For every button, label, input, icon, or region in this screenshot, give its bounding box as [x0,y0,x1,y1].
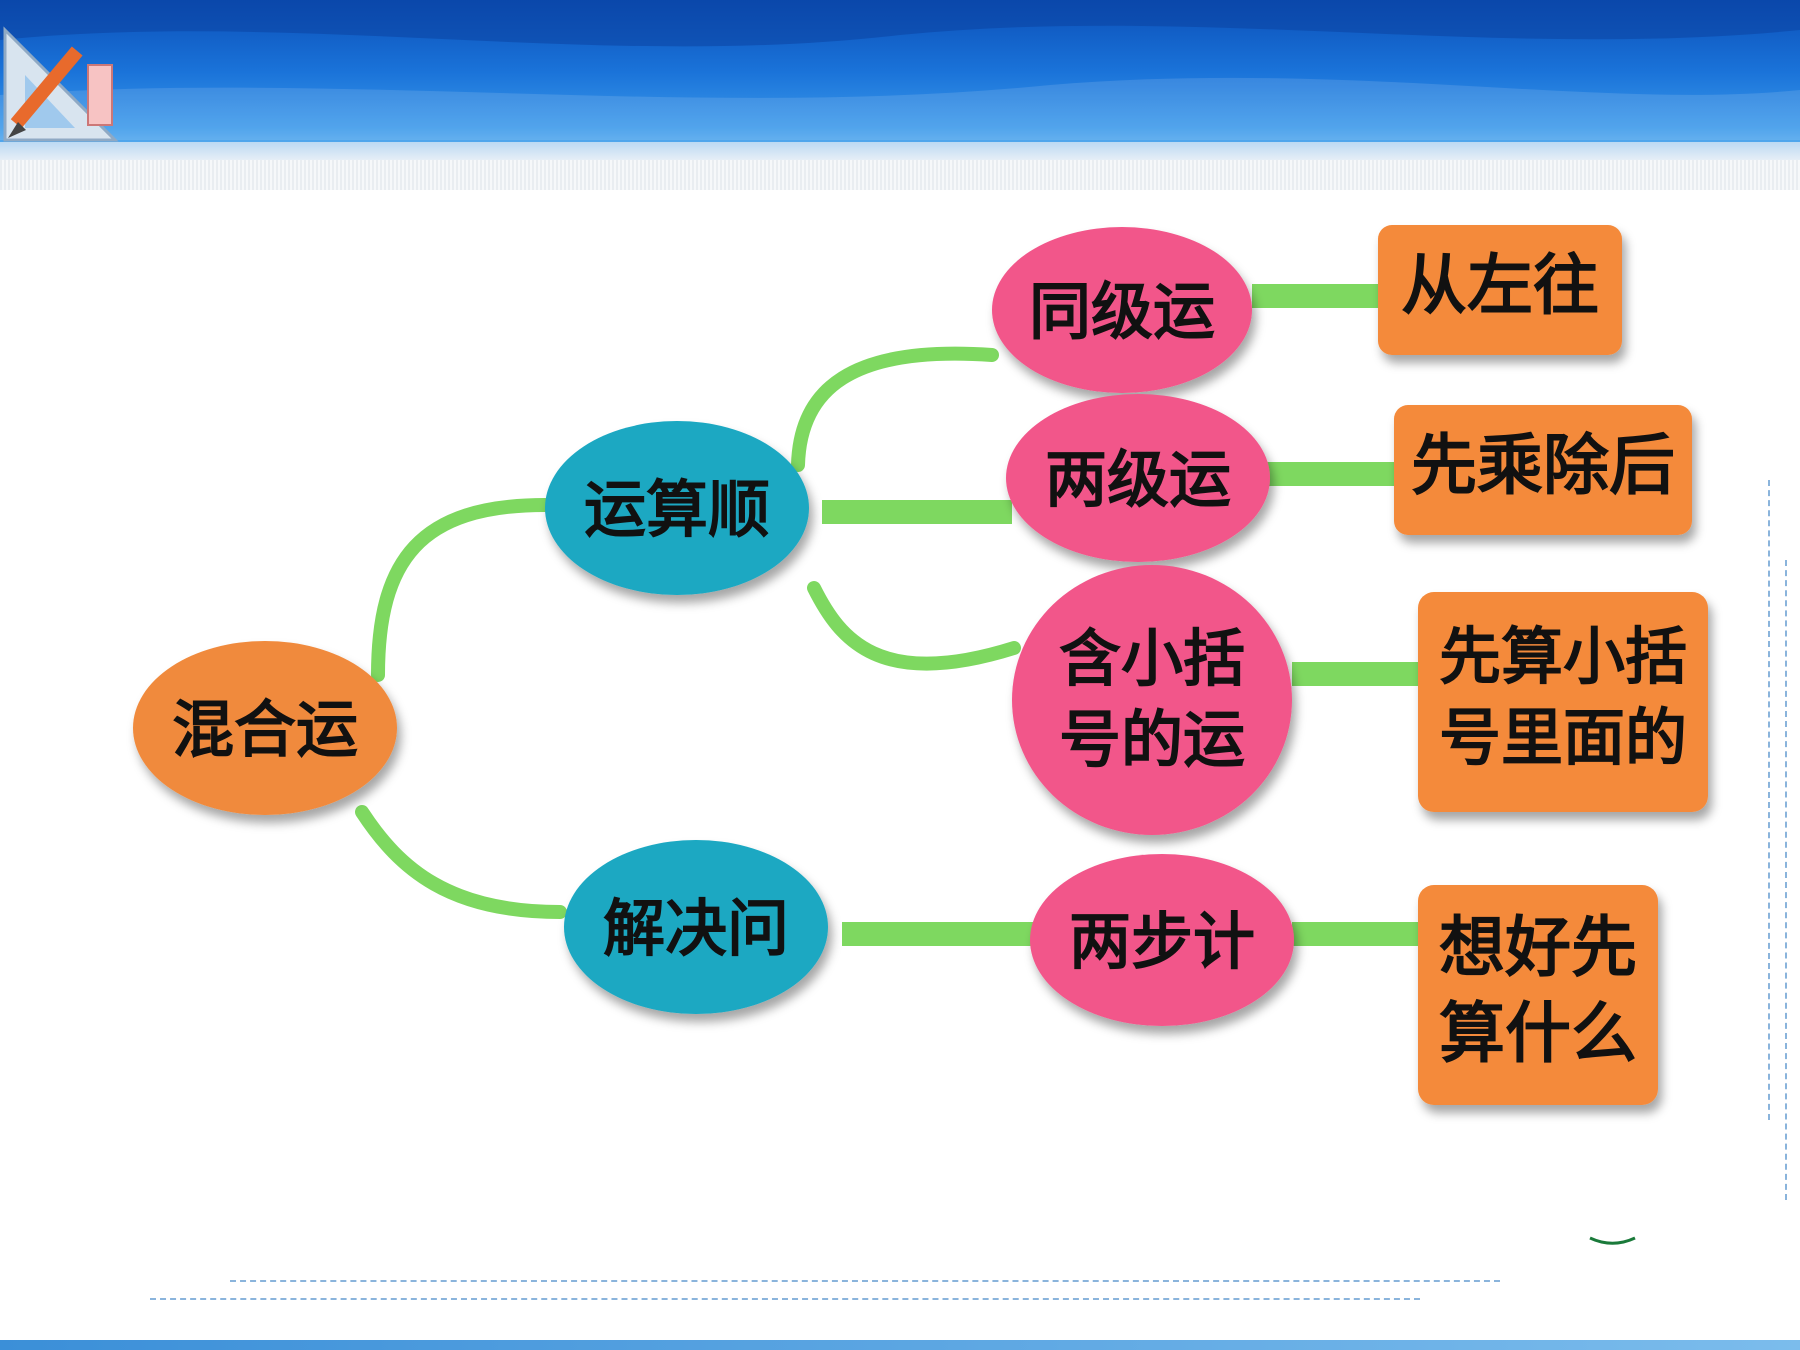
node-order-label: 运算顺 [583,472,770,546]
leaf-mul-div-first-label: 先乘除后 [1411,427,1675,505]
connector-root-to-order [371,498,552,682]
bottom-band [0,1340,1800,1350]
node-same-level [992,227,1252,393]
node-solve-label: 解决问 [602,891,789,965]
leaf-parentheses-first-box [1418,592,1708,812]
connector-parentheses-to-leaf [1292,662,1418,686]
leaf-think-first-label: 想好先 算什么 [1439,909,1637,1072]
node-solve [564,840,828,1014]
ruler-pencil-logo-icon [3,26,119,142]
header-shadow-strip [0,160,1800,190]
dashed-line-bottom-2 [150,1298,1420,1300]
connector-same-level-to-leaf [1252,284,1378,308]
leaf-mul-div-first-box [1394,405,1692,535]
node-two-step [1030,854,1294,1026]
connector-root-to-solve [355,805,567,919]
leaf-think-first-box [1418,885,1658,1105]
connector-order-to-parentheses [807,581,1021,671]
dashed-line-right-1 [1768,480,1770,1120]
node-root [133,641,397,815]
node-parentheses-label: 含小括 号的运 [1058,622,1245,776]
node-two-level-label: 两级运 [1044,442,1231,516]
node-root-label: 混合运 [171,692,358,766]
header-wave-decoration [0,0,1800,140]
connector-order-to-two-level [822,500,1012,524]
connector-two-level-to-leaf [1266,462,1394,486]
dashed-line-bottom-1 [230,1280,1500,1282]
decorative-arc [1589,1236,1636,1245]
leaf-parentheses-first-label: 先算小括 号里面的 [1438,620,1687,774]
node-two-step-label: 两步计 [1068,904,1255,978]
connector-solve-to-two-step [842,922,1034,946]
node-two-level [1006,394,1270,562]
node-order [545,421,809,595]
connector-two-step-to-leaf [1292,922,1418,946]
connector-order-to-same-level [791,346,999,472]
leaf-left-to-right-box [1378,225,1622,355]
node-same-level-label: 同级运 [1028,274,1215,348]
node-parentheses [1012,565,1292,835]
dashed-line-right-2 [1785,560,1787,1200]
leaf-left-to-right-label: 从左往 [1401,247,1599,325]
